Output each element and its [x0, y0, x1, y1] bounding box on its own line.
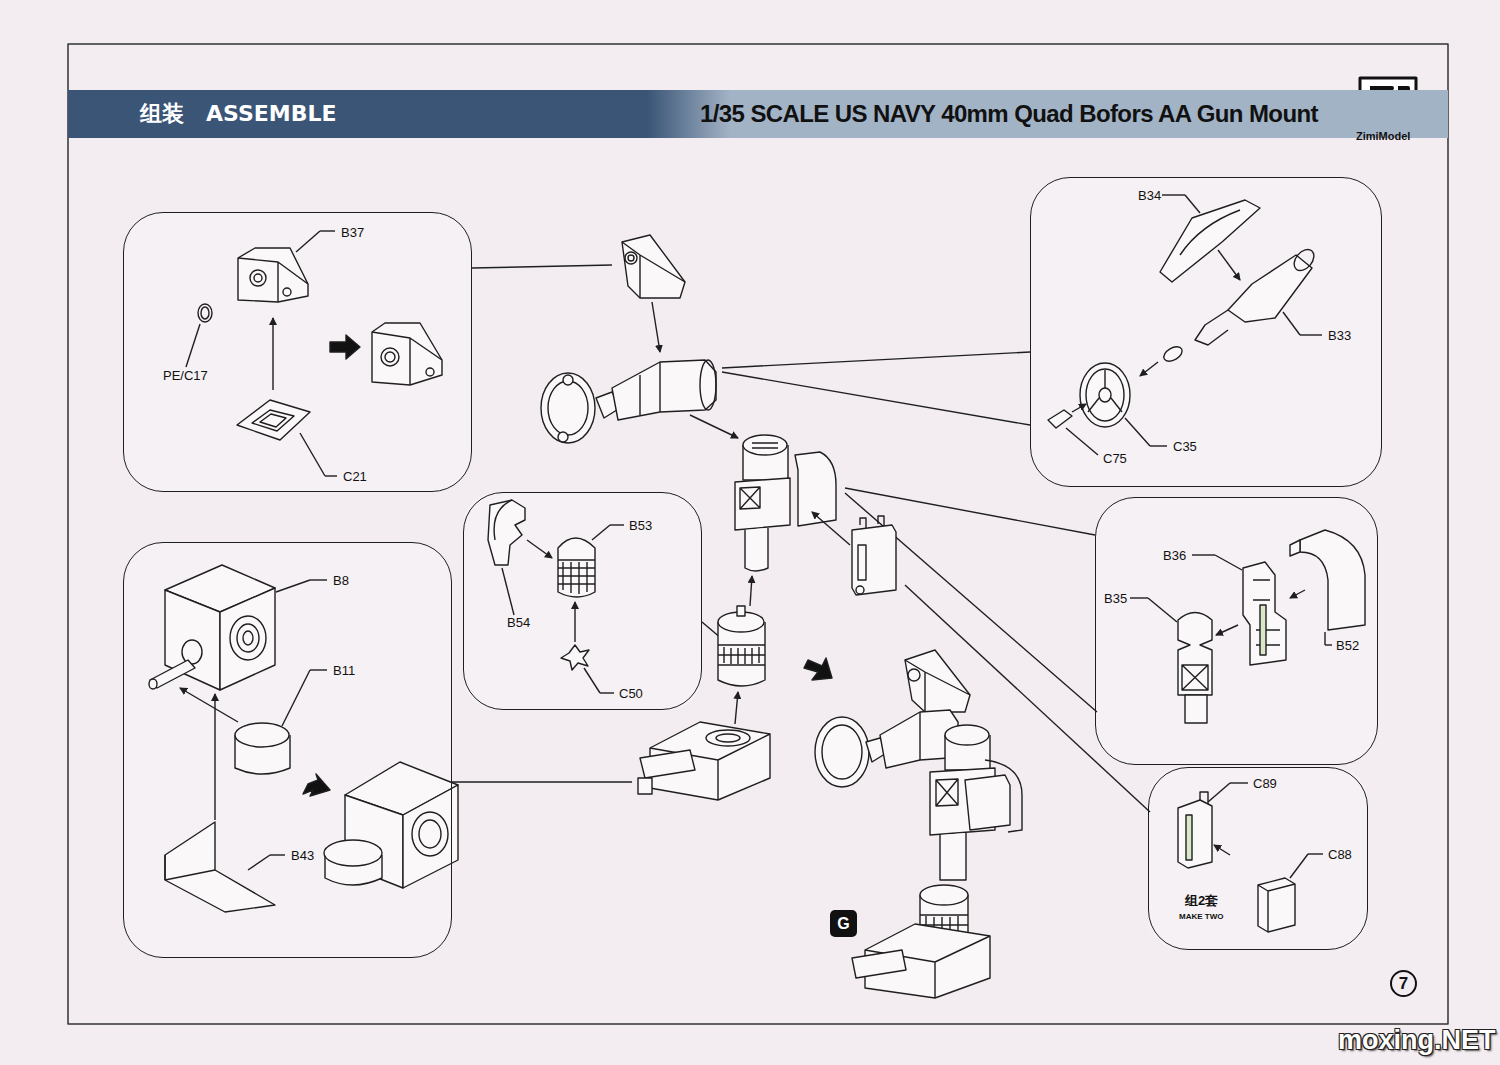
step-marker: G — [830, 910, 857, 937]
part-number: C35 — [1173, 439, 1197, 455]
part-number: C21 — [343, 469, 367, 485]
part-number: B33 — [1328, 328, 1351, 344]
callout-panel: B34B33C35C75 — [1030, 177, 1382, 487]
header-text: 组装 — [140, 100, 184, 128]
part-number: C89 — [1253, 776, 1277, 792]
watermark: moxing.NET — [1338, 1024, 1496, 1056]
part-number: MAKE TWO — [1179, 912, 1223, 922]
part-number: 组2套 — [1185, 893, 1218, 909]
callout-panel: B8B11B43 — [123, 542, 452, 958]
marker-text: G — [837, 914, 849, 934]
header-text: ASSEMBLE — [206, 100, 336, 128]
part-number: B11 — [333, 663, 355, 679]
part-number: B52 — [1336, 638, 1359, 654]
marker-text: 7 — [1399, 973, 1408, 994]
part-number: B35 — [1104, 591, 1127, 607]
callout-panel: B37PE/C17C21 — [123, 212, 472, 492]
part-number: C50 — [619, 686, 643, 702]
part-number: B34 — [1138, 188, 1161, 204]
brand-logo-text: ZimiModel — [1356, 130, 1410, 143]
part-number: C88 — [1328, 847, 1352, 863]
part-number: B8 — [333, 573, 349, 589]
callout-panel: B36B35B52 — [1095, 497, 1378, 765]
part-number: C75 — [1103, 451, 1127, 467]
callout-panel: B53B54C50 — [463, 492, 702, 710]
part-number: B37 — [341, 225, 364, 241]
title: 1/35 SCALE US NAVY 40mm Quad Bofors AA G… — [700, 99, 1318, 129]
part-number: B43 — [291, 848, 314, 864]
callout-panel: C89C88 组2套 MAKE TWO — [1148, 767, 1368, 950]
part-number: B36 — [1163, 548, 1186, 564]
part-number: B53 — [629, 518, 652, 534]
part-number: PE/C17 — [163, 368, 208, 384]
header-band: 组装 ASSEMBLE 1/35 SCALE US NAVY 40mm Quad B… — [68, 90, 1448, 138]
page-number: 7 — [1390, 970, 1417, 997]
part-number: B54 — [507, 615, 530, 631]
